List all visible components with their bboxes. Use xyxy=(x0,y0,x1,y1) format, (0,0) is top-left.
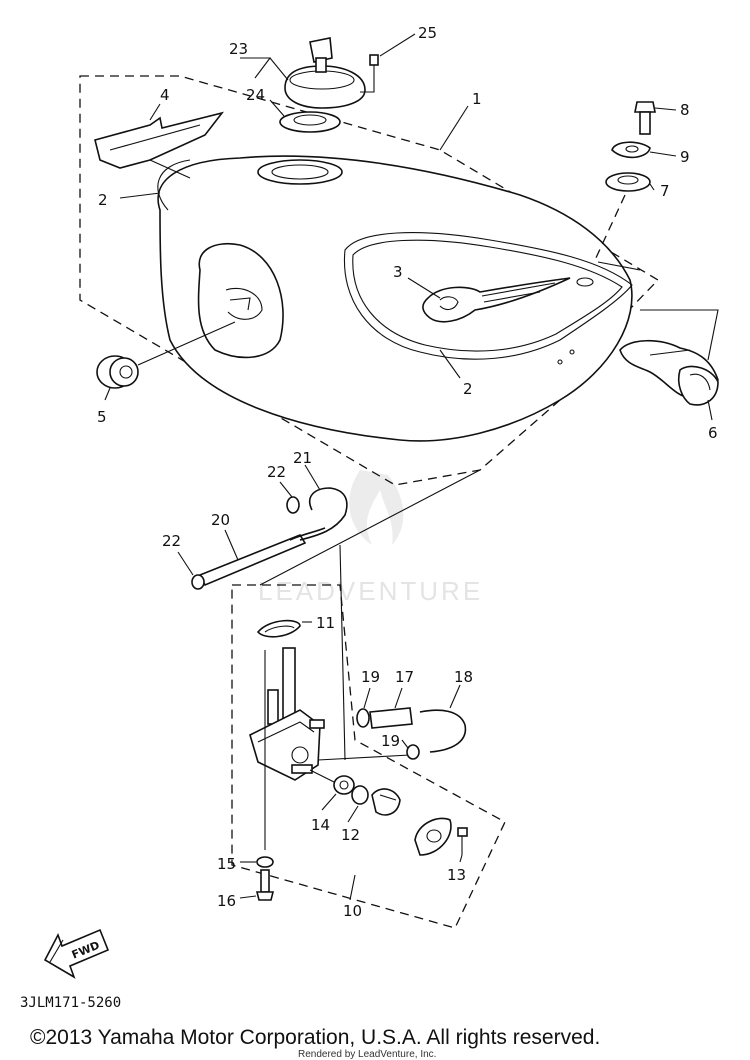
leader-19b xyxy=(401,739,409,749)
part-11-o-ring xyxy=(256,619,301,638)
part-7-damper xyxy=(605,172,651,192)
fwd-arrow-icon xyxy=(43,928,110,979)
part-13-screw xyxy=(457,827,468,855)
leader-1 xyxy=(439,105,469,151)
leader-10 xyxy=(349,874,356,901)
leader-14 xyxy=(321,793,337,811)
fuel-cock-cover-plate xyxy=(414,817,452,856)
fuel-cock-body xyxy=(249,647,325,781)
part-19-clip xyxy=(356,708,420,760)
leader-3 xyxy=(407,277,441,299)
callout-7: 7 xyxy=(660,182,670,200)
callout-17: 17 xyxy=(395,668,414,686)
callout-15: 15 xyxy=(217,855,236,873)
leader-18 xyxy=(449,684,461,709)
part-9-collar xyxy=(611,141,651,159)
callout-22b: 22 xyxy=(162,532,181,550)
copyright-text: ©2013 Yamaha Motor Corporation, U.S.A. A… xyxy=(30,1026,600,1049)
callout-19a: 19 xyxy=(361,668,380,686)
callout-2a: 2 xyxy=(98,191,108,209)
callout-5: 5 xyxy=(97,408,107,426)
leader-2a xyxy=(119,192,161,199)
leader-25-b xyxy=(360,80,375,93)
leader-23 xyxy=(240,57,272,79)
callout-11: 11 xyxy=(316,614,335,632)
leader-21 xyxy=(304,464,321,491)
part-16-drain-screw xyxy=(255,869,275,901)
leader-25 xyxy=(379,33,416,57)
callout-10: 10 xyxy=(343,902,362,920)
leader-4 xyxy=(149,103,161,121)
leader-22a xyxy=(279,481,293,498)
part-17-hose xyxy=(369,707,413,729)
leader-19a xyxy=(363,687,371,709)
part-14-seal xyxy=(333,775,355,795)
fuel-tank xyxy=(157,155,641,442)
leader-23b xyxy=(269,57,289,81)
leader-17 xyxy=(394,687,403,709)
part-25-cap-screw xyxy=(369,54,379,80)
part-21-coiled-hose xyxy=(299,487,348,541)
part-18-coiled-hose xyxy=(419,709,467,753)
callout-23: 23 xyxy=(229,40,248,58)
fuel-cock-outlet-axis xyxy=(317,754,411,761)
callout-20: 20 xyxy=(211,511,230,529)
callout-9: 9 xyxy=(680,148,690,166)
leader-5-axis xyxy=(137,321,236,366)
leader-13 xyxy=(459,854,463,863)
leader-9 xyxy=(649,151,677,157)
rendered-by-text: Rendered by LeadVenture, Inc. xyxy=(298,1049,436,1060)
callout-8: 8 xyxy=(680,101,690,119)
callout-19b: 19 xyxy=(381,732,400,750)
callout-3: 3 xyxy=(393,263,403,281)
leader-22b xyxy=(177,551,194,576)
hose-routing-line xyxy=(259,469,481,586)
hose-routing-line-2 xyxy=(339,544,346,761)
leader-12 xyxy=(347,805,359,823)
leader-20 xyxy=(224,529,239,561)
part-15-washer xyxy=(256,856,274,868)
callout-25: 25 xyxy=(418,24,437,42)
watermark-logo-icon xyxy=(349,470,404,545)
leader-2a-b xyxy=(149,159,191,179)
part-24-cap-gasket xyxy=(279,111,341,133)
part-6-bracket xyxy=(619,339,719,406)
callout-12: 12 xyxy=(341,826,360,844)
callout-labels: 1 2 2 3 4 5 6 7 8 9 10 11 12 13 14 15 16… xyxy=(97,24,718,920)
callout-13: 13 xyxy=(447,866,466,884)
part-23-fuel-cap xyxy=(284,37,366,109)
leader-6 xyxy=(640,309,719,361)
callout-2b: 2 xyxy=(463,380,473,398)
leader-7 xyxy=(649,183,655,191)
callout-24: 24 xyxy=(246,86,265,104)
part-5-grommet xyxy=(96,355,139,389)
callout-16: 16 xyxy=(217,892,236,910)
leader-24 xyxy=(269,99,285,117)
watermark-text: LEADVENTURE xyxy=(258,576,483,606)
leader-8 xyxy=(654,107,677,111)
leader-5 xyxy=(104,387,111,401)
callout-6: 6 xyxy=(708,424,718,442)
leader-16 xyxy=(239,895,257,899)
callout-1: 1 xyxy=(472,90,482,108)
callout-22a: 22 xyxy=(267,463,286,481)
bolt-axis-8 xyxy=(594,194,626,261)
leader-6b xyxy=(707,399,713,421)
callout-4: 4 xyxy=(160,86,170,104)
part-4-emblem xyxy=(94,111,225,169)
part-22-hose-clip xyxy=(191,496,300,590)
callout-18: 18 xyxy=(454,668,473,686)
leader-2b xyxy=(439,349,461,379)
callout-14: 14 xyxy=(311,816,330,834)
diagram-code: 3JLM171-5260 xyxy=(20,995,121,1011)
callout-21: 21 xyxy=(293,449,312,467)
fuel-cock-group-outline xyxy=(231,584,506,929)
part-12-lever xyxy=(351,785,401,816)
part-8-bolt xyxy=(634,101,656,135)
